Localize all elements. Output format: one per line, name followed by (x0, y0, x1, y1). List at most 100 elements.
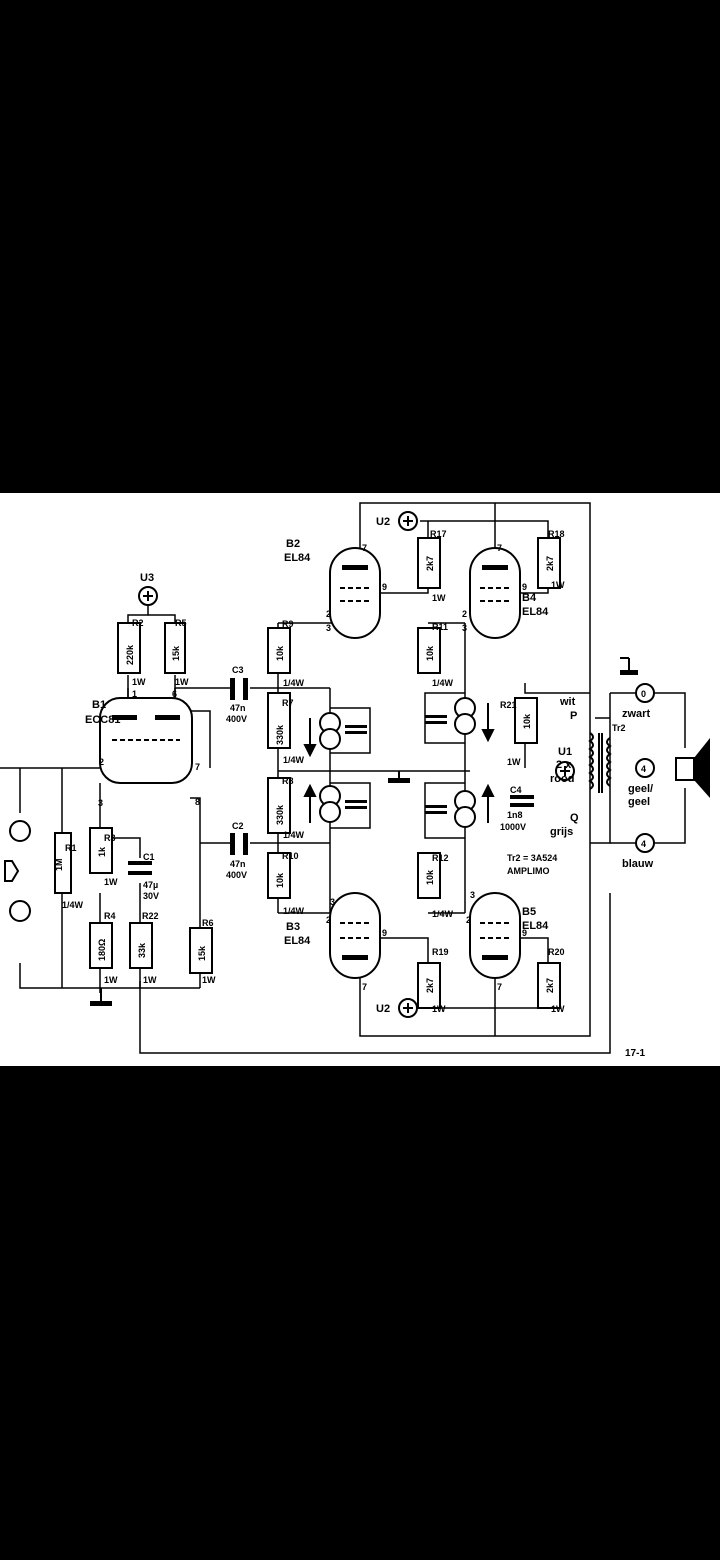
r11-ref: R11 (432, 622, 448, 632)
pin-2-b5: 2 (466, 915, 471, 925)
r8-value: 330k (275, 804, 285, 825)
resistor-r8 (267, 777, 291, 834)
resistor-r12 (417, 852, 441, 899)
r11-value: 10k (425, 645, 435, 661)
tr-rood: rood (550, 773, 574, 785)
pin-7-b5: 7 (497, 982, 502, 992)
r2-power: 1W (132, 677, 146, 687)
c2-ref: C2 (232, 821, 244, 831)
r8-power: 1/4W (283, 830, 305, 840)
tr-grijs: grijs (550, 826, 573, 838)
tr-wit: wit (559, 696, 576, 708)
r6-power: 1W (202, 975, 216, 985)
tube-b2-ref: B2 (286, 538, 300, 550)
pin-9-b3: 9 (382, 928, 387, 938)
tap-0-num: 0 (641, 689, 646, 699)
tube-b5-ref: B5 (522, 906, 536, 918)
c1-voltage: 30V (143, 891, 159, 901)
resistor-r11 (417, 627, 441, 674)
r6-ref: R6 (202, 918, 214, 928)
resistor-r10 (267, 852, 291, 899)
pin-3-b5: 3 (470, 890, 475, 900)
amplifier-schematic: B1 ECC81 B2 EL84 B4 EL84 B3 EL84 B5 EL84… (0, 502, 710, 1059)
c2-voltage: 400V (226, 870, 247, 880)
tr-p: P (570, 710, 577, 722)
input-jack-bottom (9, 900, 31, 922)
r12-power: 1/4W (432, 909, 454, 919)
r7-value: 330k (275, 724, 285, 745)
ground-symbol (90, 1001, 112, 1006)
r17-value: 2k7 (425, 556, 435, 571)
r22-ref: R22 (142, 911, 159, 921)
r18-value: 2k7 (545, 556, 555, 571)
tap-4a-num: 4 (641, 764, 646, 774)
schematic-image[interactable]: B1 ECC81 B2 EL84 B4 EL84 B3 EL84 B5 EL84… (0, 493, 720, 1066)
tr-2x: 2 x (556, 759, 572, 771)
capacitor-c4-bottom (510, 803, 534, 807)
pin-1: 1 (132, 689, 137, 699)
capacitor-c1-bottom (128, 871, 152, 875)
supply-u3-label: U3 (140, 572, 154, 584)
pin-7-b3: 7 (362, 982, 367, 992)
r3-power: 1W (104, 877, 118, 887)
r18-power: 1W (551, 580, 565, 590)
pin-9-b5: 9 (522, 928, 527, 938)
capacitor-c2-right (243, 833, 248, 855)
r17-power: 1W (432, 593, 446, 603)
tap-4b-num: 4 (641, 839, 646, 849)
tube-b1-ref: B1 (92, 699, 106, 711)
r1-ref: R1 (65, 843, 77, 853)
r10-power: 1/4W (283, 906, 305, 916)
pin-3: 3 (98, 798, 103, 808)
capacitor-c2-left (230, 833, 235, 855)
pin-8: 8 (195, 797, 200, 807)
speaker-tap-4a (635, 758, 655, 778)
tube-b1-type: ECC81 (85, 714, 120, 726)
r5-value: 15k (171, 645, 181, 661)
r19-ref: R19 (432, 947, 449, 957)
capacitor-c4-top (510, 795, 534, 799)
r19-value: 2k7 (425, 978, 435, 993)
r11-power: 1/4W (432, 678, 454, 688)
r7-ref: R7 (282, 698, 294, 708)
r12-value: 10k (425, 869, 435, 885)
tap-4b-label: blauw (622, 858, 654, 870)
r9-power: 1/4W (283, 678, 305, 688)
r5-power: 1W (175, 677, 189, 687)
c3-value: 47n (230, 703, 246, 713)
resistor-r21 (514, 697, 538, 744)
pin-3-b2: 3 (326, 623, 331, 633)
r1-value: 1M (54, 858, 64, 871)
r12-ref: R12 (432, 853, 449, 863)
capacitor-c3-right (243, 678, 248, 700)
ground-symbol-2 (388, 778, 410, 783)
supply-u2-bottom-label: U2 (376, 1003, 390, 1015)
r21-power: 1W (507, 757, 521, 767)
resistor-r20 (537, 962, 561, 1009)
resistor-r6 (189, 927, 213, 974)
pin-3-b3: 3 (330, 897, 335, 907)
transformer-tr2 (588, 732, 612, 793)
c4-voltage: 1000V (500, 822, 526, 832)
r1-power: 1/4W (62, 900, 84, 910)
tube-b5-envelope (469, 892, 521, 979)
speaker-tap-0 (635, 683, 655, 703)
r4-ref: R4 (104, 911, 116, 921)
pin-9-b2: 9 (382, 582, 387, 592)
tr-q: Q (570, 812, 579, 824)
resistor-r2 (117, 622, 141, 674)
tube-b2-envelope (329, 547, 381, 639)
pin-9-b4: 9 (522, 582, 527, 592)
r2-value: 220k (125, 644, 135, 665)
r20-value: 2k7 (545, 978, 555, 993)
pin-6: 6 (172, 689, 177, 699)
resistor-r7 (267, 692, 291, 749)
tube-b5-type: EL84 (522, 920, 549, 932)
speaker-tap-4b (635, 833, 655, 853)
capacitor-c1-top (128, 861, 152, 865)
r9-value: 10k (275, 645, 285, 661)
r3-value: 1k (97, 846, 107, 857)
tr-note-1: Tr2 = 3A524 (507, 853, 557, 863)
tube-b2-type: EL84 (284, 552, 311, 564)
pin-2: 2 (99, 757, 104, 767)
